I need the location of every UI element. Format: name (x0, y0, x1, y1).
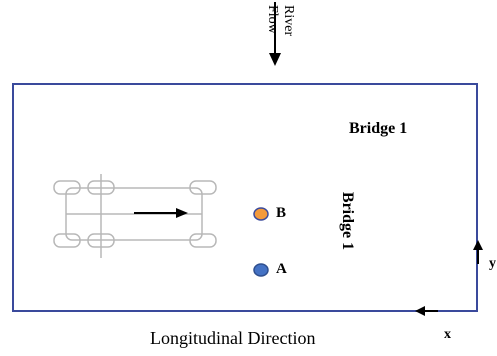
point-a-label: A (276, 261, 287, 277)
bridge-label-vertical: Bridge 1 (339, 191, 357, 251)
axis-y-label: y (489, 256, 496, 271)
river-flow-label-line2: Flow (265, 5, 280, 34)
point-a-marker (253, 263, 269, 277)
point-b-label: B (276, 205, 287, 221)
river-flow-label-line1: River (281, 5, 296, 37)
travel-direction-arrow-icon (134, 208, 188, 218)
bridge-deck-frame (12, 83, 478, 312)
river-flow-arrow-icon (269, 2, 281, 66)
axis-x-label: x (444, 327, 451, 342)
y-axis-arrow-icon (473, 240, 483, 264)
x-axis-arrow-icon (415, 306, 438, 316)
point-b-marker (253, 207, 269, 221)
diagram-caption: Longitudinal Direction (150, 328, 316, 348)
vehicle-outline-icon (53, 174, 217, 258)
river-flow-label: River Flow (256, 5, 296, 43)
bridge-label-horizontal: Bridge 1 (349, 120, 408, 137)
